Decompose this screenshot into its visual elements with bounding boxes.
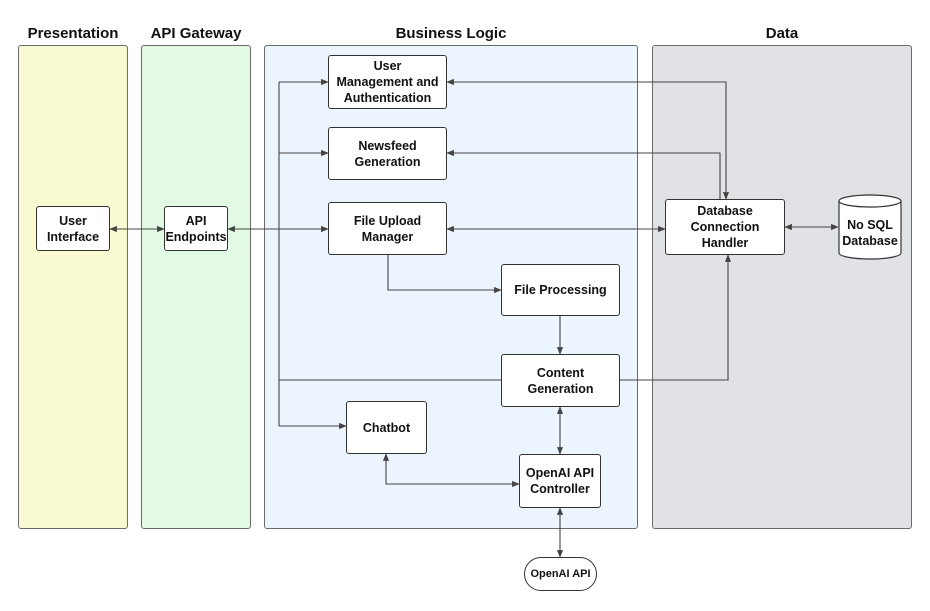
node-user-interface[interactable]: User Interface [36, 206, 110, 251]
lane-presentation [18, 45, 128, 529]
edge-newsfeed-db [446, 149, 721, 199]
node-api-endpoints-label: API Endpoints [165, 213, 227, 244]
lane-title-api-gateway: API Gateway [150, 25, 242, 42]
node-newsfeed-generation[interactable]: Newsfeed Generation [328, 127, 447, 180]
node-database-connection-handler[interactable]: Database Connection Handler [665, 199, 785, 255]
node-user-interface-label: User Interface [46, 213, 100, 244]
lane-title-presentation: Presentation [27, 25, 119, 42]
edge-fileupload-processing [387, 255, 502, 294]
node-openai-api-controller[interactable]: OpenAI API Controller [519, 454, 601, 508]
node-nosql-database-label: No SQL Database [842, 218, 898, 248]
node-chatbot[interactable]: Chatbot [346, 401, 427, 454]
lane-title-data: Data [765, 25, 799, 42]
node-user-management[interactable]: User Management and Authentication [328, 55, 447, 109]
nosql-database-cylinder [838, 194, 902, 260]
node-file-upload-manager-label: File Upload Manager [353, 213, 422, 244]
lane-api-gateway [141, 45, 251, 529]
node-openai-api-controller-label: OpenAI API Controller [525, 466, 595, 496]
node-file-processing[interactable]: File Processing [501, 264, 620, 316]
node-openai-api-label: OpenAI API [530, 568, 591, 580]
node-content-generation-label: Content Generation [527, 365, 594, 396]
edge-usermgmt-db [446, 78, 730, 200]
lane-title-business-logic: Business Logic [395, 25, 507, 42]
node-api-endpoints[interactable]: API Endpoints [164, 206, 228, 251]
node-database-connection-handler-label: Database Connection Handler [690, 204, 760, 250]
node-newsfeed-generation-label: Newsfeed Generation [354, 138, 421, 169]
node-user-management-label: User Management and Authentication [336, 59, 439, 105]
edge-chatbot-openai [382, 453, 520, 488]
node-openai-api[interactable]: OpenAI API [524, 557, 597, 591]
node-content-generation[interactable]: Content Generation [501, 354, 620, 407]
node-file-processing-label: File Processing [514, 283, 607, 297]
edge-content-db [620, 254, 732, 381]
node-chatbot-label: Chatbot [362, 420, 411, 435]
node-file-upload-manager[interactable]: File Upload Manager [328, 202, 447, 255]
